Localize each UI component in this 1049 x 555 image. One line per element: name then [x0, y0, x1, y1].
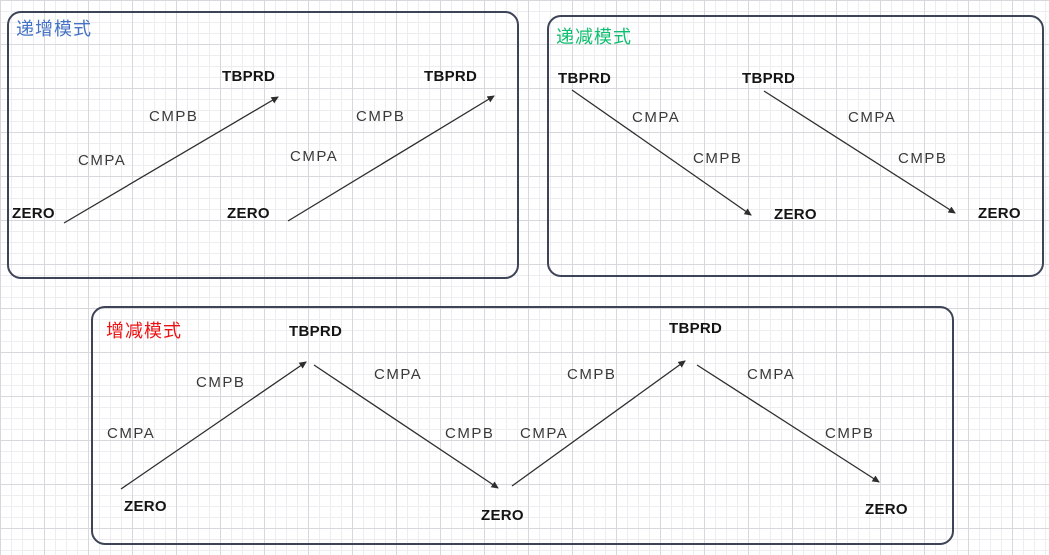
label-cmpa: CMPA [107, 425, 156, 442]
node-zero: ZERO [865, 501, 908, 518]
label-cmpb: CMPB [567, 366, 617, 383]
node-tbprd: TBPRD [558, 70, 612, 87]
label-cmpb: CMPB [149, 108, 199, 125]
node-tbprd: TBPRD [742, 70, 796, 87]
node-zero: ZERO [124, 498, 167, 515]
label-cmpa: CMPA [374, 366, 423, 383]
label-cmpa: CMPA [290, 148, 339, 165]
panel-increment-mode [7, 11, 519, 279]
label-cmpa: CMPA [848, 109, 897, 126]
label-cmpb: CMPB [356, 108, 406, 125]
node-zero: ZERO [227, 205, 270, 222]
node-zero: ZERO [978, 205, 1021, 222]
label-cmpb: CMPB [825, 425, 875, 442]
label-cmpa: CMPA [78, 152, 127, 169]
panel-title-increment: 递增模式 [16, 19, 92, 39]
node-tbprd: TBPRD [289, 323, 343, 340]
node-zero: ZERO [481, 507, 524, 524]
label-cmpa: CMPA [632, 109, 681, 126]
panel-decrement-mode [547, 15, 1044, 277]
label-cmpb: CMPB [445, 425, 495, 442]
panel-title-updown: 增减模式 [106, 321, 182, 341]
node-tbprd: TBPRD [222, 68, 276, 85]
node-zero: ZERO [12, 205, 55, 222]
label-cmpb: CMPB [196, 374, 246, 391]
label-cmpb: CMPB [898, 150, 948, 167]
label-cmpa: CMPA [747, 366, 796, 383]
panel-title-decrement: 递减模式 [556, 27, 632, 47]
label-cmpa: CMPA [520, 425, 569, 442]
panel-updown-mode [91, 306, 954, 545]
node-tbprd: TBPRD [669, 320, 723, 337]
label-cmpb: CMPB [693, 150, 743, 167]
node-zero: ZERO [774, 206, 817, 223]
node-tbprd: TBPRD [424, 68, 478, 85]
